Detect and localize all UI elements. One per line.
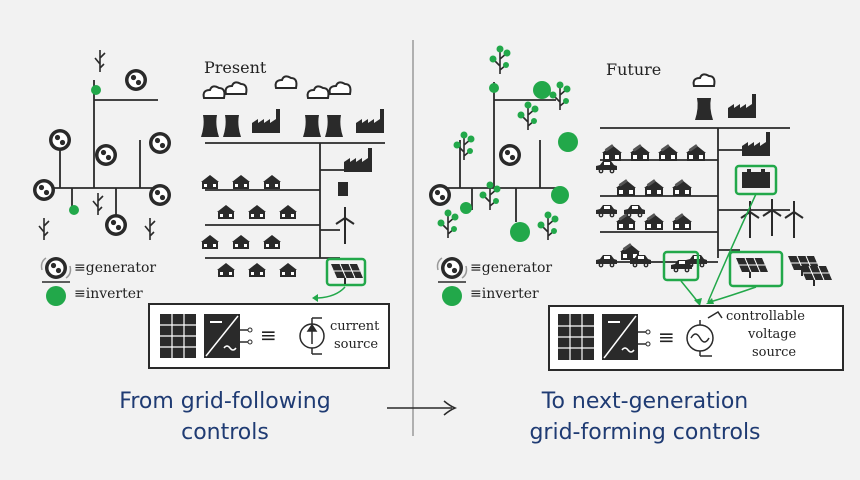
future-legend-graphics bbox=[436, 257, 468, 306]
future-title: Future bbox=[606, 60, 662, 79]
future-pv-farm-highlight bbox=[728, 250, 784, 288]
future-inverters bbox=[460, 81, 578, 242]
future-box-label-line3: source bbox=[752, 345, 797, 360]
present-caption-line1: From grid-following bbox=[119, 389, 331, 414]
equiv-symbol: ≡ bbox=[470, 286, 482, 302]
equiv-symbol: ≡ bbox=[74, 260, 86, 276]
present-pv-icon bbox=[160, 314, 196, 358]
voltage-source-symbol bbox=[686, 310, 723, 357]
present-inverters bbox=[69, 85, 101, 215]
future-pv-icon bbox=[558, 314, 594, 360]
present-distribution-tree bbox=[44, 80, 168, 222]
present-legend-generator-label: generator bbox=[85, 260, 157, 276]
present-legend-inverter-label: inverter bbox=[85, 286, 143, 302]
future-houses bbox=[602, 144, 706, 260]
future-distribution-tree bbox=[434, 82, 560, 222]
future-box-label-line1: controllable bbox=[726, 309, 805, 324]
future-legend-inverter-label: inverter bbox=[481, 286, 539, 302]
transition-arrow bbox=[387, 400, 458, 416]
present-generators bbox=[33, 69, 171, 236]
future-legend-inverter: ≡inverter bbox=[470, 286, 539, 302]
present-box-label-line1: current bbox=[330, 319, 380, 334]
future-caption-line2: grid-forming controls bbox=[529, 420, 761, 445]
future-legend-generator: ≡generator bbox=[470, 260, 552, 276]
present-legend-generator: ≡generator bbox=[74, 260, 156, 276]
present-caption: From grid-following controls bbox=[60, 386, 390, 448]
current-source-symbol bbox=[299, 317, 325, 355]
future-leafy-branches bbox=[436, 44, 572, 241]
future-caption: To next-generation grid-forming controls bbox=[480, 386, 810, 448]
present-inverter-icon bbox=[204, 314, 253, 358]
present-caption-line2: controls bbox=[181, 420, 269, 445]
future-power-plants bbox=[692, 73, 756, 120]
future-generators bbox=[429, 144, 521, 206]
present-title: Present bbox=[204, 58, 267, 77]
present-box-label-line2: source bbox=[334, 337, 379, 352]
future-box-equiv: ≡ bbox=[658, 325, 675, 349]
present-pv-highlight bbox=[325, 257, 367, 287]
future-caption-line1: To next-generation bbox=[541, 389, 749, 414]
present-legend-graphics bbox=[40, 257, 72, 306]
future-box-label-line2: voltage bbox=[748, 327, 797, 342]
equiv-symbol: ≡ bbox=[74, 286, 86, 302]
future-inverter-icon bbox=[602, 314, 651, 360]
present-box-equiv: ≡ bbox=[260, 323, 277, 347]
equiv-symbol: ≡ bbox=[470, 260, 482, 276]
present-legend-inverter: ≡inverter bbox=[74, 286, 143, 302]
future-ev-highlight bbox=[662, 250, 700, 282]
future-legend-generator-label: generator bbox=[481, 260, 553, 276]
present-power-plants bbox=[201, 75, 384, 137]
future-source-box bbox=[548, 305, 844, 371]
